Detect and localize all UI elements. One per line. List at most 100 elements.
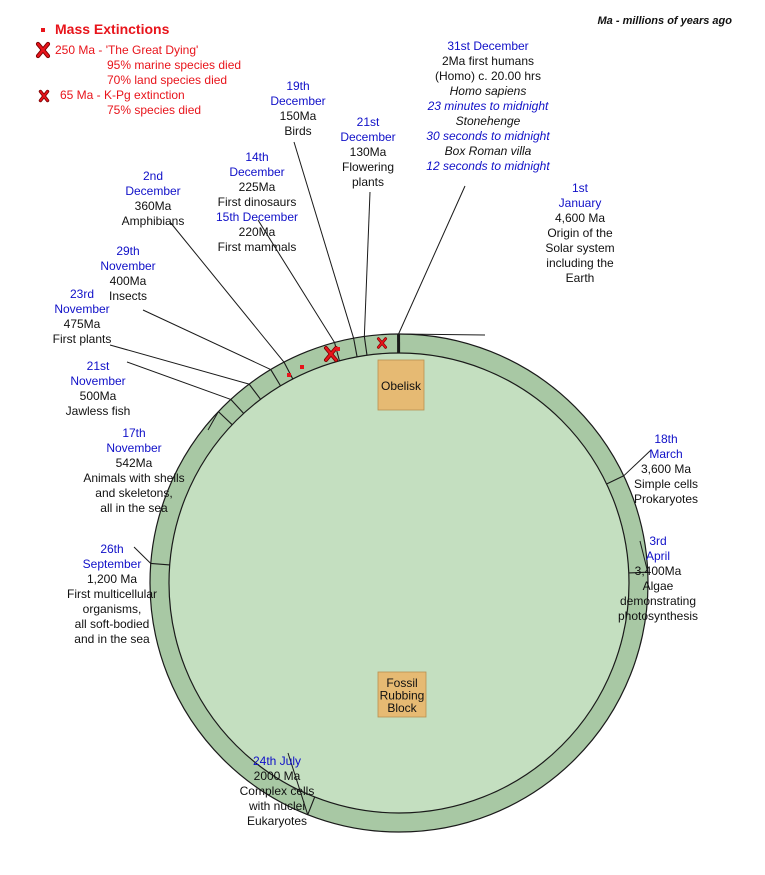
tick-apr3 <box>628 571 648 574</box>
leader-nov29 <box>142 309 271 371</box>
tick-nov23 <box>248 383 262 400</box>
leader-dec14 <box>257 219 335 343</box>
tick-sep26 <box>150 562 170 566</box>
nov17-line-2: 542Ma <box>116 456 153 470</box>
tick-dec14 <box>334 342 341 361</box>
leader-mar18 <box>623 449 652 477</box>
tick-nov17 <box>218 411 233 426</box>
dec2-line-1: December <box>125 184 180 198</box>
dec31-line-0: 31st December <box>447 39 528 53</box>
dec14-line-2: 225Ma <box>239 180 276 194</box>
tick-mar18 <box>606 475 624 485</box>
apr3-line-0: 3rd <box>649 534 666 548</box>
tick-dec2 <box>283 361 294 380</box>
dec2-line-3: Amphibians <box>122 214 185 228</box>
minor-extinction-marker-1 <box>300 365 304 369</box>
leader-nov17 <box>207 411 219 431</box>
sep26-line-4: organisms, <box>83 602 142 616</box>
great-dying-marine: 95% marine species died <box>107 58 241 72</box>
extinction-markers <box>287 337 388 377</box>
kpg-species: 75% species died <box>107 103 201 117</box>
dec21-line-0: 21st <box>357 115 380 129</box>
obelisk-label: Obelisk <box>381 379 422 393</box>
dec19-line-1: December <box>270 94 325 108</box>
jan1-line-4: Solar system <box>545 241 614 255</box>
great-dying-x-icon <box>35 41 51 59</box>
nov17-line-1: November <box>106 441 161 455</box>
nov21-line-2: 500Ma <box>80 389 117 403</box>
jul24-line-1: 2000 Ma <box>254 769 301 783</box>
dec31-line-5: Stonehenge <box>456 114 521 128</box>
jul24-line-0: 24th July <box>253 754 301 768</box>
dec14-line-6: First mammals <box>218 240 297 254</box>
dec21-line-1: December <box>340 130 395 144</box>
leader-dec2 <box>169 221 285 363</box>
dec14-line-0: 14th <box>245 150 268 164</box>
dec21-line-2: 130Ma <box>350 145 387 159</box>
sep26-line-0: 26th <box>100 542 123 556</box>
units-note: Ma - millions of years ago <box>598 15 733 27</box>
great-dying-land: 70% land species died <box>107 73 227 87</box>
mar18-line-3: Simple cells <box>634 477 698 491</box>
event-apr3: 3rdApril3,400MaAlgaedemonstratingphotosy… <box>618 534 698 623</box>
leader-apr3 <box>639 540 649 573</box>
dec31-line-7: Box Roman villa <box>445 144 532 158</box>
great-dying-label: 250 Ma - 'The Great Dying' <box>55 43 198 57</box>
tick-jul24 <box>307 796 316 815</box>
sep26-line-5: all soft-bodied <box>75 617 150 631</box>
nov23-line-1: November <box>54 302 109 316</box>
leader-dec21 <box>363 191 371 337</box>
dec14-line-3: First dinosaurs <box>218 195 297 209</box>
dec31-line-3: Homo sapiens <box>450 84 527 98</box>
legend-title: Mass Extinctions <box>55 21 170 37</box>
dec21-line-3: Flowering <box>342 160 394 174</box>
mar18-line-4: Prokaryotes <box>634 492 698 506</box>
timeline-ticks <box>150 333 648 815</box>
jan1-line-6: Earth <box>566 271 595 285</box>
fossil-text-line-1: Rubbing <box>380 689 425 703</box>
apr3-line-3: Algae <box>643 579 674 593</box>
sep26-line-1: September <box>83 557 142 571</box>
mass-extinction-legend: Mass Extinctions 250 Ma - 'The Great Dyi… <box>35 21 241 117</box>
nov21-line-0: 21st <box>87 359 110 373</box>
mar18-line-1: March <box>649 447 682 461</box>
nov29-line-1: November <box>100 259 155 273</box>
sep26-line-3: First multicellular <box>67 587 157 601</box>
jul24-line-2: Complex cells <box>240 784 315 798</box>
nov29-line-0: 29th <box>116 244 139 258</box>
jul24-line-4: Eukaryotes <box>247 814 307 828</box>
apr3-line-2: 3,400Ma <box>635 564 682 578</box>
jan1-line-3: Origin of the <box>547 226 613 240</box>
leader-lines <box>109 141 652 815</box>
nov21-line-1: November <box>70 374 125 388</box>
dec19-line-3: Birds <box>284 124 311 138</box>
nov17-line-5: all in the sea <box>100 501 168 515</box>
nov23-line-3: First plants <box>53 332 112 346</box>
leader-sep26 <box>133 546 152 564</box>
sep26-line-2: 1,200 Ma <box>87 572 137 586</box>
mar18-line-2: 3,600 Ma <box>641 462 691 476</box>
dec31-line-1: 2Ma first humans <box>442 54 534 68</box>
nov23-line-2: 475Ma <box>64 317 101 331</box>
apr3-line-1: April <box>646 549 670 563</box>
apr3-line-5: photosynthesis <box>618 609 698 623</box>
mar18-line-0: 18th <box>654 432 677 446</box>
dec31-line-6: 30 seconds to midnight <box>426 129 550 143</box>
nov17-line-0: 17th <box>122 426 145 440</box>
tick-nov21 <box>230 399 245 414</box>
